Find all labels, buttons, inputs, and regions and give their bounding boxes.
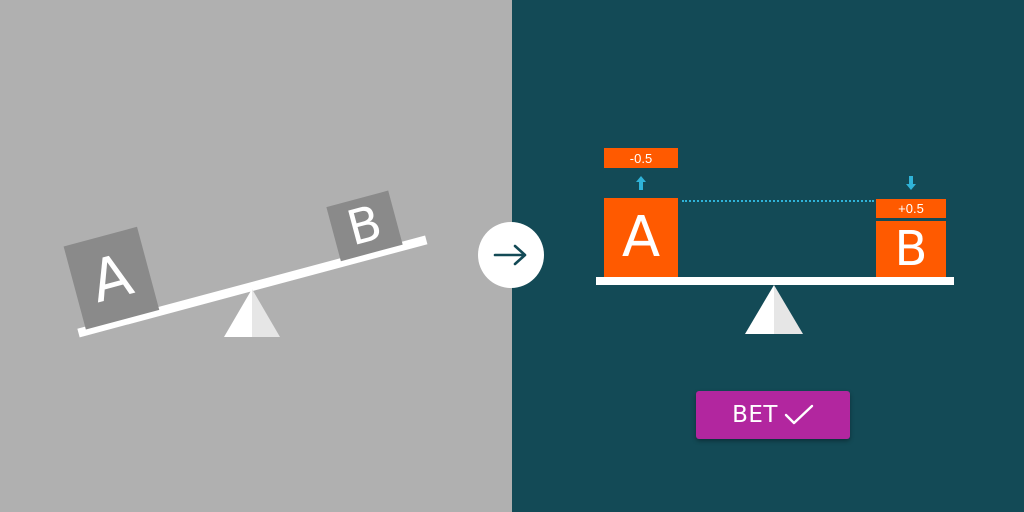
handicap-value-a: -0.5 (629, 150, 653, 166)
arrow-down-icon (906, 176, 916, 190)
checkmark-icon (784, 404, 814, 425)
handicap-tag-b: +0.5 (876, 199, 946, 218)
tilted-seesaw: A B (63, 190, 428, 338)
box-a-label: A (83, 240, 140, 317)
left-panel: A B (0, 0, 512, 512)
bet-button-label: BET (732, 402, 778, 428)
bet-button[interactable]: BET (696, 391, 850, 439)
box-b-balanced: B (876, 221, 946, 277)
box-a-balanced: A (604, 198, 678, 277)
level-plank (596, 277, 954, 285)
box-a-balanced-label: A (621, 205, 661, 270)
handicap-tag-a: -0.5 (604, 148, 678, 168)
arrow-up-icon (636, 176, 646, 190)
arrow-right-icon (493, 244, 527, 266)
box-b-balanced-label: B (894, 221, 928, 277)
handicap-value-b: +0.5 (898, 201, 924, 216)
box-b-label: B (341, 194, 388, 258)
transition-arrow (478, 222, 544, 288)
balance-guide-line (682, 200, 874, 202)
